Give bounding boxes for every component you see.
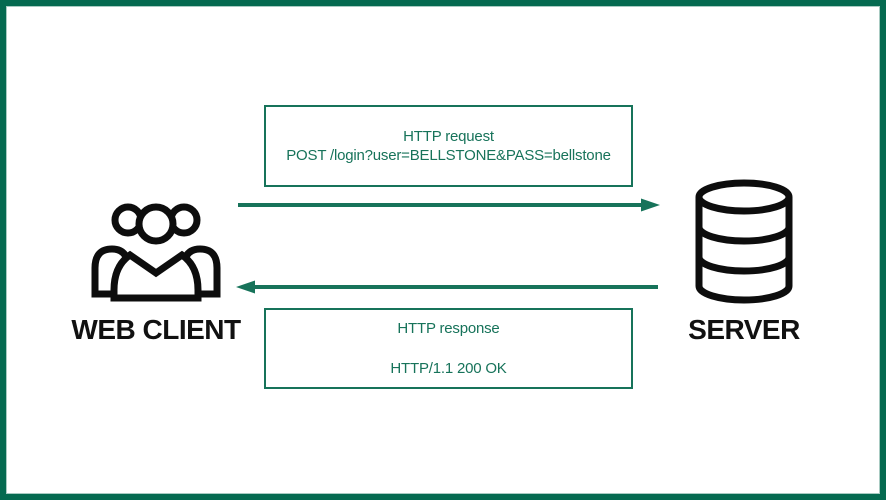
- response-arrow-icon: [236, 280, 658, 294]
- server-database-icon: [695, 179, 793, 304]
- http-request-title: HTTP request: [403, 128, 494, 145]
- request-arrow-icon: [238, 198, 660, 212]
- web-client-label: WEB CLIENT: [71, 314, 241, 345]
- web-client-users-icon: [91, 203, 221, 302]
- http-request-detail: POST /login?user=BELLSTONE&PASS=bellston…: [286, 147, 611, 164]
- http-request-box: HTTP request POST /login?user=BELLSTONE&…: [264, 105, 633, 187]
- server-label: SERVER: [688, 314, 800, 345]
- http-response-title: HTTP response: [397, 320, 500, 337]
- http-response-detail: HTTP/1.1 200 OK: [390, 360, 507, 377]
- http-response-box: HTTP response HTTP/1.1 200 OK: [264, 308, 633, 389]
